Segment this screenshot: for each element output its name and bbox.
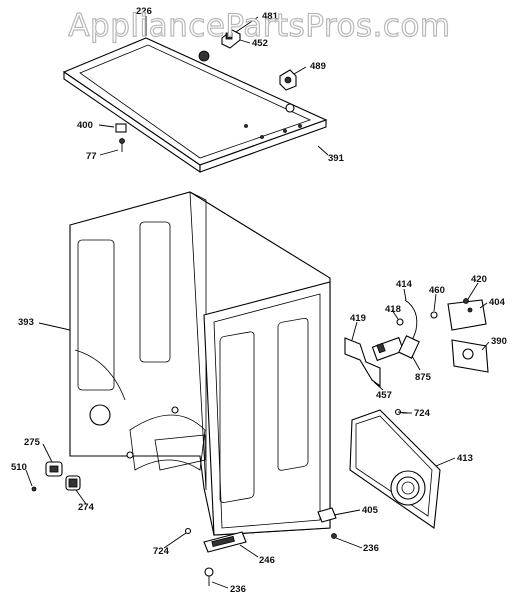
label-452: 452 — [252, 38, 268, 49]
label-724-lower: 724 — [153, 546, 170, 557]
label-875: 875 — [415, 372, 432, 383]
label-390: 390 — [491, 336, 507, 347]
label-236-right: 236 — [363, 543, 379, 554]
label-413: 413 — [457, 453, 473, 464]
label-236-lower: 236 — [230, 584, 246, 595]
label-226: 226 — [136, 6, 152, 17]
label-420: 420 — [471, 274, 487, 285]
small-parts — [31, 29, 489, 586]
label-724-upper: 724 — [414, 408, 431, 419]
label-400: 400 — [77, 120, 93, 131]
part-labels: 226 481 452 489 400 77 391 393 414 460 4… — [11, 6, 507, 595]
label-414: 414 — [396, 279, 413, 290]
label-246: 246 — [259, 555, 275, 566]
cabinet — [69, 191, 331, 536]
front-panel — [349, 409, 441, 529]
label-393: 393 — [18, 317, 34, 328]
label-460: 460 — [429, 285, 445, 296]
label-404: 404 — [489, 297, 506, 308]
label-405: 405 — [362, 505, 379, 516]
top-panel — [62, 37, 328, 174]
label-457: 457 — [376, 390, 392, 401]
label-510: 510 — [11, 462, 27, 473]
label-77: 77 — [86, 151, 97, 162]
label-275: 275 — [24, 437, 41, 448]
label-418: 418 — [385, 304, 401, 315]
label-274: 274 — [78, 502, 95, 513]
leader-lines — [25, 16, 490, 589]
label-481: 481 — [262, 11, 279, 22]
label-419: 419 — [350, 313, 366, 324]
label-489: 489 — [310, 61, 326, 72]
label-391: 391 — [328, 153, 345, 164]
